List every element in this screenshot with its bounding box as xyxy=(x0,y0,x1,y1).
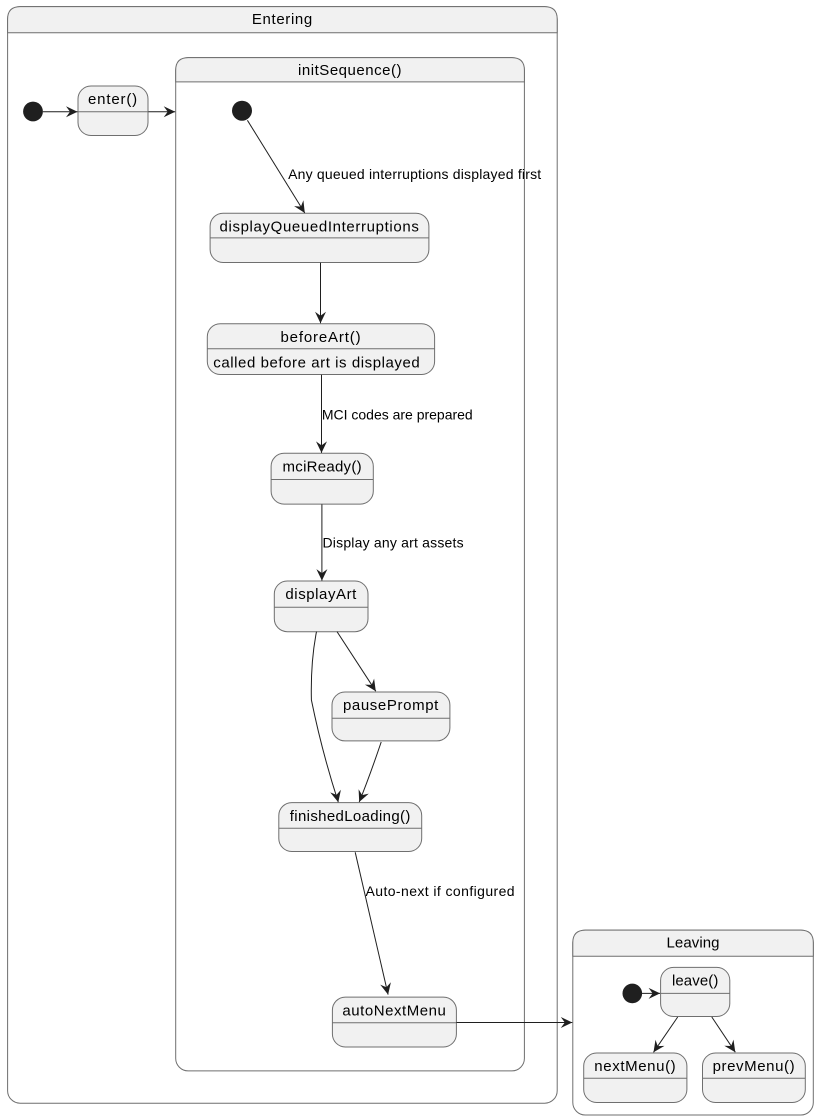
svg-text:initSequence(): initSequence() xyxy=(298,62,402,79)
svg-text:displayQueuedInterruptions: displayQueuedInterruptions xyxy=(220,218,420,235)
svg-text:mciReady(): mciReady() xyxy=(283,459,362,476)
svg-text:Entering: Entering xyxy=(252,11,313,28)
svg-text:Leaving: Leaving xyxy=(666,935,719,952)
svg-text:MCI codes are prepared: MCI codes are prepared xyxy=(322,407,473,423)
svg-text:beforeArt(): beforeArt() xyxy=(280,329,361,346)
svg-text:enter(): enter() xyxy=(88,91,138,108)
svg-text:pausePrompt: pausePrompt xyxy=(343,697,439,714)
svg-text:Auto-next if configured: Auto-next if configured xyxy=(366,883,516,899)
svg-text:leave(): leave() xyxy=(672,973,719,990)
svg-text:displayArt: displayArt xyxy=(285,586,357,603)
svg-text:called before art is displayed: called before art is displayed xyxy=(213,354,420,371)
svg-text:Display any art assets: Display any art assets xyxy=(323,534,464,550)
svg-text:nextMenu(): nextMenu() xyxy=(594,1058,676,1075)
svg-text:finishedLoading(): finishedLoading() xyxy=(290,808,411,825)
svg-text:autoNextMenu: autoNextMenu xyxy=(342,1002,446,1019)
svg-text:Any queued interruptions displ: Any queued interruptions displayed first xyxy=(288,166,541,182)
svg-text:prevMenu(): prevMenu() xyxy=(713,1058,796,1075)
